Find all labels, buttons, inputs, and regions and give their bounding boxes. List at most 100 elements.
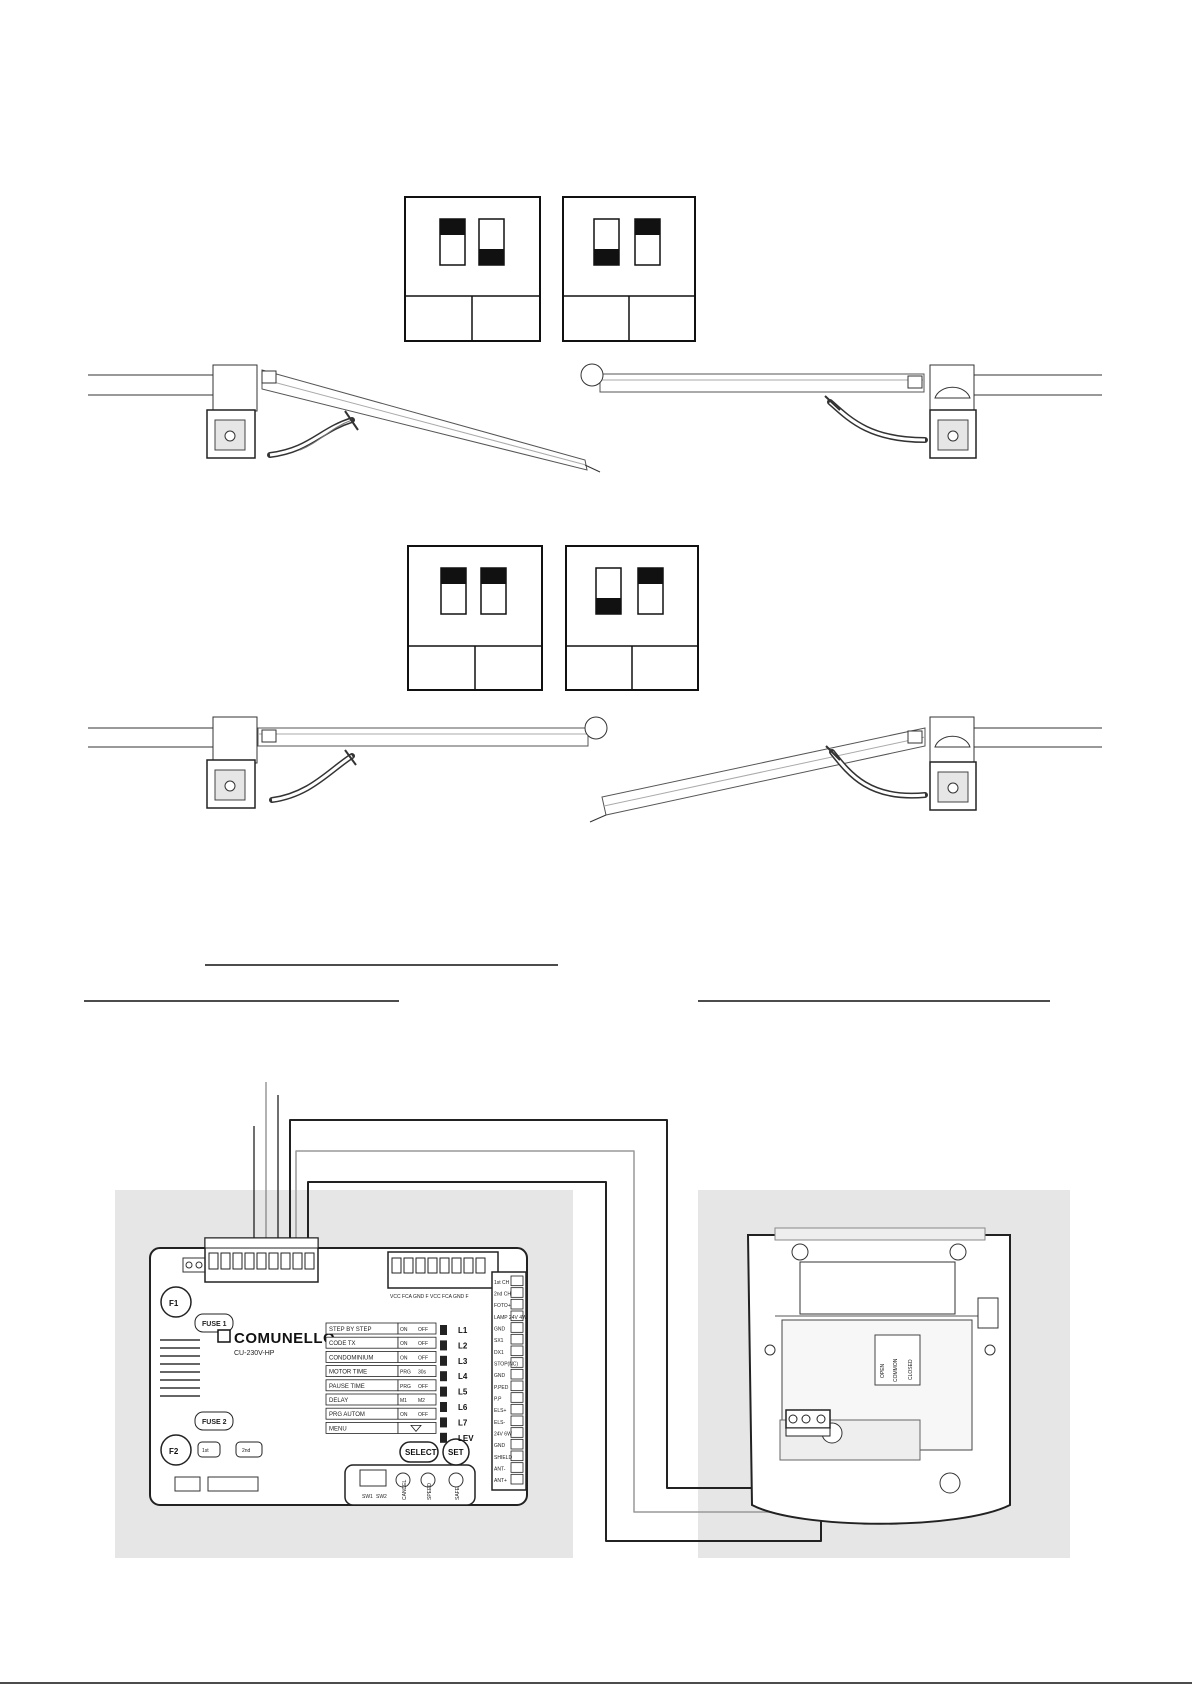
terminal-screw[interactable]: [510, 1403, 524, 1415]
input-terminal-block[interactable]: [204, 1237, 319, 1283]
terminal-screw[interactable]: [510, 1333, 524, 1345]
terminal-screw[interactable]: [510, 1427, 524, 1438]
select-button[interactable]: [399, 1441, 439, 1463]
terminal-screw[interactable]: [510, 1380, 524, 1392]
terminal-label: ELS-: [494, 1420, 505, 1426]
menu-row-label: DELAY: [329, 1398, 348, 1404]
led-indicator: [440, 1325, 447, 1335]
second-label: 2nd: [242, 1448, 251, 1454]
gate-diagram-1: [88, 363, 1102, 473]
menu-row-value: PRG: [400, 1370, 411, 1376]
terminal-label: 2nd CH: [494, 1292, 511, 1298]
motor-unit: OPEN COMMON CLOSED: [746, 1227, 1011, 1525]
menu-down-arrow-icon: [410, 1425, 422, 1433]
menu-row: DELAY M1 M2: [325, 1393, 437, 1406]
terminal-label: FOTO+: [494, 1303, 511, 1309]
led-indicator: [440, 1402, 447, 1412]
fuse-2-label: FUSE 2: [202, 1419, 227, 1426]
fuse-f2-label: F2: [169, 1447, 179, 1456]
terminal-label: 1st CH: [494, 1280, 510, 1286]
menu-row-value: PRG: [400, 1384, 411, 1390]
terminal-screw[interactable]: [510, 1462, 524, 1473]
menu-row-value: ON: [400, 1412, 408, 1418]
fuse-f1-label: F1: [169, 1299, 179, 1308]
terminal-screw[interactable]: [510, 1322, 524, 1333]
heading-underlines: [84, 964, 1050, 1002]
led-label: L6: [458, 1403, 468, 1412]
led-label: L4: [458, 1372, 468, 1381]
menu-row-alt: OFF: [418, 1341, 428, 1347]
led-indicator: [440, 1417, 447, 1428]
set-button-label: SET: [448, 1448, 464, 1457]
led-indicator: [440, 1432, 447, 1443]
menu-row-label: CONDOMINIUM: [329, 1355, 373, 1361]
terminal-screw[interactable]: [510, 1438, 524, 1450]
terminal-screw[interactable]: [510, 1310, 524, 1322]
menu-row-value: ON: [400, 1355, 408, 1361]
terminal-screw[interactable]: [510, 1357, 524, 1368]
terminal-screw[interactable]: [510, 1450, 524, 1462]
dip-switch-panel-left-2: [407, 545, 543, 691]
led-indicator: [440, 1371, 447, 1382]
menu-row-label: CODE TX: [329, 1341, 356, 1347]
menu-row: PAUSE TIME PRG OFF: [325, 1379, 437, 1392]
terminal-label: ANT-: [494, 1467, 506, 1473]
led-label: L5: [458, 1388, 468, 1397]
motor-connector[interactable]: [785, 1409, 831, 1437]
terminal-screw[interactable]: [510, 1415, 524, 1427]
led-label: L1: [458, 1326, 468, 1335]
menu-row-label: PAUSE TIME: [329, 1384, 365, 1390]
terminal-screw[interactable]: [510, 1473, 524, 1485]
terminal-label: STOP(NC): [494, 1362, 518, 1368]
menu-row-alt: M2: [418, 1398, 425, 1404]
fuse-1-label: FUSE 1: [202, 1321, 227, 1328]
menu-row-label: STEP BY STEP: [329, 1327, 371, 1333]
first-label: 1st: [202, 1448, 209, 1454]
terminal-screw[interactable]: [510, 1345, 524, 1357]
terminal-label: P.PED: [494, 1385, 509, 1391]
terminal-label: P.P: [494, 1397, 502, 1403]
brand-logo: COMUNELLO: [234, 1330, 335, 1347]
bottom-terminal-label: CANCEL: [402, 1479, 408, 1500]
set-button[interactable]: [442, 1438, 470, 1466]
sw2-label: SW2: [376, 1494, 387, 1500]
terminal-label: GND: [494, 1373, 506, 1379]
led-label: L7: [458, 1418, 468, 1427]
bottom-terminal-label: SPEED: [427, 1483, 433, 1500]
menu-row-label: PRG AUTOM: [329, 1412, 365, 1418]
sw1-label: SW1: [362, 1494, 373, 1500]
terminal-label: GND: [494, 1443, 506, 1449]
open-label: OPEN: [880, 1363, 886, 1378]
terminal-screw[interactable]: [510, 1368, 524, 1380]
terminal-label: DX1: [494, 1350, 504, 1356]
terminal-screw[interactable]: [510, 1392, 524, 1403]
sensor-terminal-block[interactable]: VCC FCA GND F VCC FCA GND F: [387, 1251, 499, 1300]
led-label: LEV: [458, 1434, 474, 1443]
control-board: VCC FCA GND F VCC FCA GND F F1 FUSE 1 CO…: [149, 1237, 528, 1506]
menu-row-alt: OFF: [418, 1384, 428, 1390]
sensor-terminal-labels: VCC FCA GND F VCC FCA GND F: [390, 1294, 469, 1300]
led-label: L2: [458, 1341, 468, 1350]
menu-row-alt: 30s: [418, 1370, 427, 1376]
terminal-screw[interactable]: [510, 1287, 524, 1298]
dip-switch-panel-left: [404, 196, 541, 342]
terminal-screw[interactable]: [510, 1275, 524, 1287]
terminal-label: LAMP 24V 4W: [494, 1315, 527, 1321]
led-indicator: [440, 1386, 447, 1397]
terminal-label: GND: [494, 1327, 506, 1333]
menu-row: MENU: [325, 1422, 437, 1434]
led-indicator: [440, 1340, 447, 1351]
gate-diagram-2: [88, 716, 1102, 823]
model-label: CU-230V-HP: [234, 1350, 275, 1357]
menu-row-alt: OFF: [418, 1327, 428, 1333]
terminal-screw[interactable]: [510, 1298, 524, 1310]
terminal-label: ELS+: [494, 1408, 506, 1414]
menu-row-alt: OFF: [418, 1355, 428, 1361]
select-button-label: SELECT: [405, 1448, 437, 1457]
menu-row-label: MENU: [329, 1426, 347, 1432]
terminal-label: 24V 6W: [494, 1432, 512, 1438]
menu-row-value: M1: [400, 1398, 407, 1404]
